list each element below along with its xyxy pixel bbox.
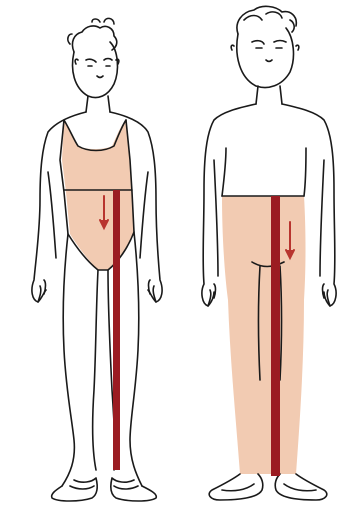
adult-figure	[202, 6, 336, 500]
child-head	[73, 42, 118, 98]
tights-garment	[222, 196, 306, 474]
adult-head	[237, 28, 294, 87]
child-hair	[68, 18, 117, 52]
inseam-measure-line-left	[113, 190, 120, 470]
inseam-measure-line-right	[271, 196, 280, 476]
leotard-garment	[62, 120, 134, 270]
child-figure	[32, 18, 162, 501]
